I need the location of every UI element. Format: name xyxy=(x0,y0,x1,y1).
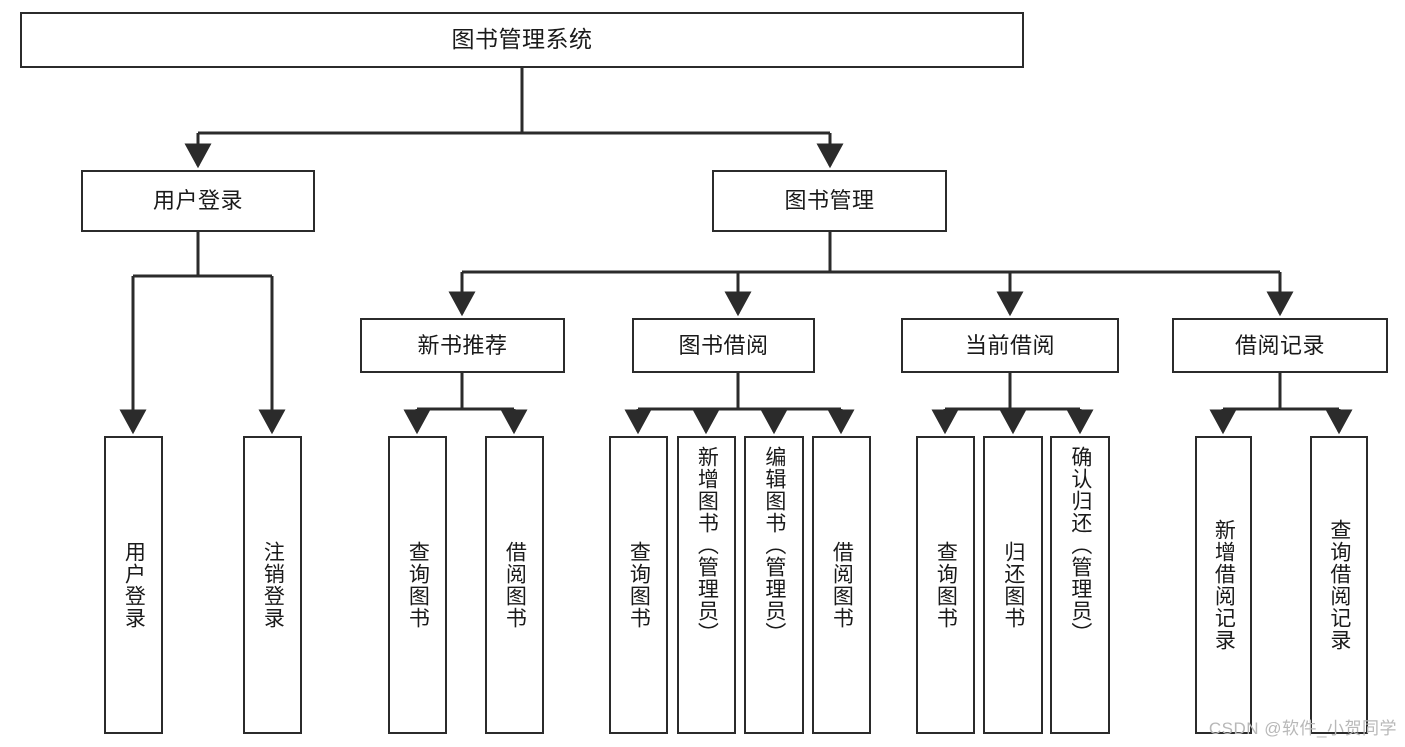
node-root-label: 图书管理系统 xyxy=(451,26,593,53)
leaf-user-login-label: 用户登录 xyxy=(122,541,146,629)
node-book-management[interactable]: 图书管理 xyxy=(712,170,947,232)
leaf-query-book-borrow-label: 查询图书 xyxy=(627,541,651,629)
leaf-confirm-return-admin[interactable]: 确认归还（管理员） xyxy=(1050,436,1110,734)
node-current-borrow-label: 当前借阅 xyxy=(964,332,1055,358)
leaf-add-borrow-record-label: 新增借阅记录 xyxy=(1212,519,1236,651)
leaf-logout-label: 注销登录 xyxy=(261,541,285,629)
leaf-query-book-current[interactable]: 查询图书 xyxy=(916,436,975,734)
leaf-query-book-current-label: 查询图书 xyxy=(934,541,958,629)
leaf-query-borrow-record[interactable]: 查询借阅记录 xyxy=(1310,436,1368,734)
leaf-borrow-book-recommend-label: 借阅图书 xyxy=(503,541,527,629)
leaf-return-book-label: 归还图书 xyxy=(1001,541,1025,629)
node-borrow-record-label: 借阅记录 xyxy=(1234,332,1325,358)
leaf-borrow-book-label: 借阅图书 xyxy=(830,541,854,629)
node-user-login[interactable]: 用户登录 xyxy=(81,170,315,232)
node-book-borrow-label: 图书借阅 xyxy=(678,332,769,358)
leaf-query-book-recommend-label: 查询图书 xyxy=(406,541,430,629)
node-root[interactable]: 图书管理系统 xyxy=(20,12,1024,68)
leaf-query-borrow-record-label: 查询借阅记录 xyxy=(1327,519,1351,651)
leaf-add-book-admin-label: 新增图书（管理员） xyxy=(695,446,719,644)
leaf-add-borrow-record[interactable]: 新增借阅记录 xyxy=(1195,436,1252,734)
node-book-management-label: 图书管理 xyxy=(784,188,875,214)
leaf-query-book-recommend[interactable]: 查询图书 xyxy=(388,436,447,734)
node-new-book-recommend[interactable]: 新书推荐 xyxy=(360,318,565,373)
node-new-book-recommend-label: 新书推荐 xyxy=(417,332,508,358)
leaf-borrow-book-recommend[interactable]: 借阅图书 xyxy=(485,436,544,734)
leaf-edit-book-admin-label: 编辑图书（管理员） xyxy=(762,446,786,644)
leaf-borrow-book[interactable]: 借阅图书 xyxy=(812,436,871,734)
watermark: CSDN @软件_小贺同学 xyxy=(1208,719,1397,738)
node-book-borrow[interactable]: 图书借阅 xyxy=(632,318,815,373)
leaf-edit-book-admin[interactable]: 编辑图书（管理员） xyxy=(744,436,804,734)
leaf-return-book[interactable]: 归还图书 xyxy=(983,436,1043,734)
leaf-query-book-borrow[interactable]: 查询图书 xyxy=(609,436,668,734)
leaf-confirm-return-admin-label: 确认归还（管理员） xyxy=(1068,446,1092,644)
leaf-user-login[interactable]: 用户登录 xyxy=(104,436,163,734)
leaf-add-book-admin[interactable]: 新增图书（管理员） xyxy=(677,436,736,734)
leaf-logout[interactable]: 注销登录 xyxy=(243,436,302,734)
node-current-borrow[interactable]: 当前借阅 xyxy=(901,318,1119,373)
node-user-login-label: 用户登录 xyxy=(152,188,243,214)
node-borrow-record[interactable]: 借阅记录 xyxy=(1172,318,1388,373)
